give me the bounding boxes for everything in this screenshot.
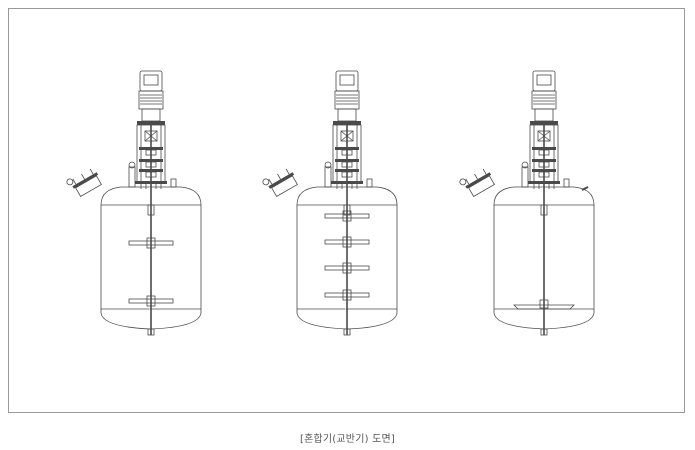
manhole-bolt (89, 168, 94, 175)
paddle-blade (128, 240, 174, 246)
motor-housing (532, 70, 556, 92)
motor-housing (335, 70, 359, 92)
motor-body (531, 90, 557, 110)
paddle-hub (342, 236, 352, 248)
manhole-bolt (268, 178, 273, 185)
manhole-bolt (482, 168, 487, 175)
mixer-1 (66, 70, 202, 336)
gauge-icon (324, 161, 332, 169)
manhole-cover (72, 172, 99, 189)
impellers (128, 237, 174, 307)
anchor-hub (539, 299, 549, 309)
nozzle (128, 166, 136, 188)
nozzle (521, 166, 529, 188)
manhole-bolt (72, 178, 77, 185)
nozzle (324, 166, 332, 188)
manhole-nozzle (66, 168, 102, 198)
manhole-handle-icon (262, 178, 270, 186)
manhole-nozzle (459, 168, 495, 198)
tank-shell (100, 186, 202, 330)
nozzle-small (170, 178, 177, 188)
manhole-bolt (465, 178, 470, 185)
gauge-icon (128, 161, 136, 169)
nozzle-small (366, 178, 373, 188)
motor-body (334, 90, 360, 110)
manhole-cover (268, 172, 295, 189)
paddle-hub (146, 237, 156, 249)
gear-reducer (534, 108, 554, 122)
manhole-bolt (277, 173, 281, 180)
motor (137, 70, 165, 125)
paddle-hub (342, 262, 352, 274)
manhole-bolt (285, 168, 290, 175)
manhole-nozzle (262, 168, 298, 198)
gear-reducer (141, 108, 161, 122)
tank (262, 161, 398, 336)
tank-shell (296, 186, 398, 330)
anchor-blade (513, 304, 575, 310)
manhole-bolt (474, 173, 478, 180)
tank (66, 161, 202, 336)
paddle-hub (342, 210, 352, 222)
paddle-blade (324, 265, 370, 271)
mixer-3 (459, 70, 595, 336)
paddle-hub (342, 289, 352, 301)
motor (333, 70, 361, 125)
vent-nozzle (581, 186, 589, 191)
drawing-caption: [혼합기(교반기) 도면] (300, 434, 395, 445)
motor-housing (139, 70, 163, 92)
motor-terminal-box (536, 74, 552, 86)
nozzle-small (563, 178, 570, 188)
paddle-hub (146, 295, 156, 307)
mixer-2 (262, 70, 398, 336)
manhole-bolt (81, 173, 85, 180)
paddle-blade (324, 292, 370, 298)
paddle-blade (324, 239, 370, 245)
shaft-coupling (343, 204, 351, 216)
impellers (324, 210, 370, 301)
manhole-cover (465, 172, 492, 189)
gear-reducer (337, 108, 357, 122)
paddle-blade (324, 213, 370, 219)
manhole-handle-icon (459, 178, 467, 186)
shaft-coupling (147, 204, 155, 216)
motor-terminal-box (143, 74, 159, 86)
paddle-blade (128, 298, 174, 304)
tank-shell (493, 186, 595, 330)
gauge-icon (521, 161, 529, 169)
motor (530, 70, 558, 125)
shaft-coupling (540, 204, 548, 216)
drawing-frame (8, 8, 685, 413)
manhole-handle-icon (66, 178, 74, 186)
impellers (513, 299, 575, 310)
motor-body (138, 90, 164, 110)
mixer-drawing (66, 70, 595, 336)
motor-terminal-box (339, 74, 355, 86)
